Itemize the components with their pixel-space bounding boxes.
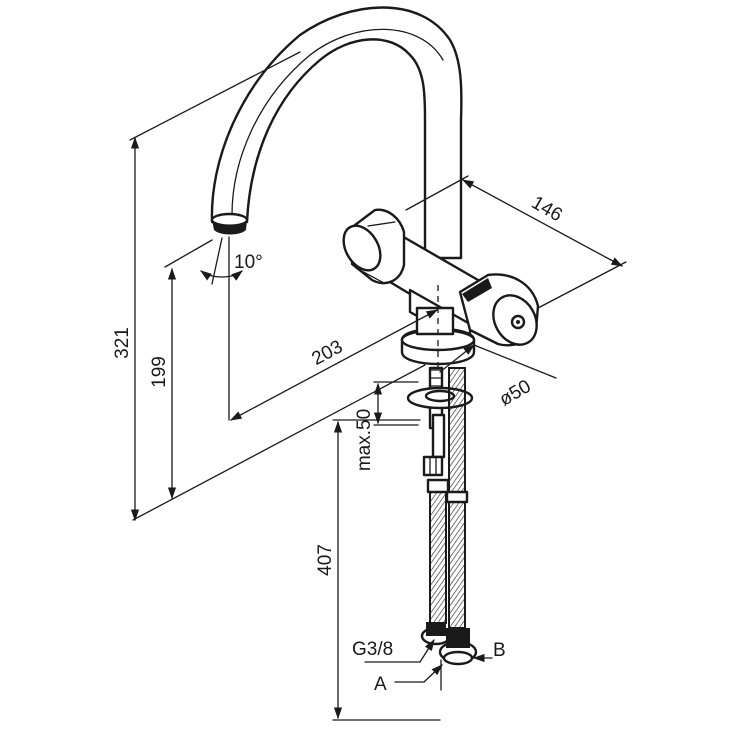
callout-a: A <box>374 664 443 695</box>
hose-a <box>429 487 447 624</box>
shank-and-hoses <box>406 366 478 666</box>
angle-label: 10° <box>234 252 263 273</box>
dim-max50: max.50 <box>354 381 419 471</box>
dim-10deg: 10° <box>200 236 263 421</box>
dim-199-label: 199 <box>149 356 170 388</box>
dim-max50-label: max.50 <box>354 409 375 471</box>
dim-407-label: 407 <box>315 544 336 576</box>
dim-321-label: 321 <box>112 327 133 359</box>
spout <box>210 6 463 260</box>
thread-label: G3/8 <box>352 639 393 660</box>
dim-203: 203 <box>229 309 439 421</box>
spout-aerator <box>212 220 247 235</box>
inlet-a-label: A <box>374 674 387 695</box>
hex-nut <box>422 455 444 477</box>
dim-203-label: 203 <box>308 336 346 369</box>
dim-407: 407 <box>315 419 441 721</box>
inlet-b-label: B <box>493 640 506 661</box>
dim-diameter-label: ø50 <box>496 376 535 411</box>
callout-g38: G3/8 <box>352 639 435 663</box>
dim-199: 199 <box>149 239 213 500</box>
callout-b: B <box>472 640 506 663</box>
dim-146-label: 146 <box>528 192 566 226</box>
left-handle <box>342 208 406 285</box>
right-handle <box>458 273 540 347</box>
